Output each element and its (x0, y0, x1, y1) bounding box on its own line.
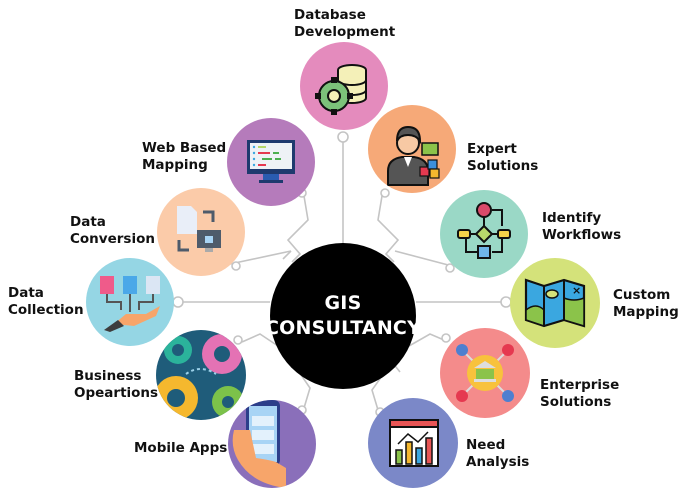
analytics-chart-icon (389, 419, 439, 467)
svg-text:×: × (572, 284, 581, 297)
node-business-operations[interactable] (156, 330, 246, 420)
node-custom-mapping[interactable]: × (510, 258, 600, 348)
label-line2: Mapping (142, 157, 208, 173)
label-need-analysis: Need Analysis (466, 437, 529, 471)
label-line2: Opeartions (74, 385, 159, 401)
hub-title-line2: CONSULTANCY (264, 317, 422, 339)
node-web-based-mapping[interactable] (227, 118, 315, 206)
node-identify-workflows[interactable] (440, 190, 528, 278)
gear-database-icon (315, 64, 367, 115)
node-need-analysis[interactable] (368, 398, 458, 488)
label-line1: Database (294, 7, 366, 23)
node-expert-solutions[interactable] (368, 105, 456, 193)
documents-hand-icon (100, 276, 160, 332)
expert-person-icon (387, 125, 440, 186)
label-line2: Collection (8, 302, 84, 318)
label-web-based-mapping: Web Based Mapping (142, 140, 226, 174)
label-line1: Expert (467, 141, 517, 157)
label-line2: Analysis (466, 454, 530, 470)
label-line2: Conversion (70, 231, 155, 247)
label-line1: Business (74, 368, 142, 384)
label-line2: Development (294, 24, 396, 40)
node-enterprise-solutions[interactable] (440, 328, 530, 418)
enterprise-network-icon (456, 344, 514, 402)
label-database-development: Database Development (294, 7, 395, 41)
label-line1: Custom (613, 287, 671, 303)
node-database-development[interactable] (300, 42, 388, 130)
document-monitor-convert-icon (177, 206, 221, 252)
label-line2: Solutions (467, 158, 539, 174)
node-data-collection[interactable] (86, 258, 174, 346)
label-line1: Need (466, 437, 506, 453)
node-mobile-apps[interactable] (228, 400, 316, 488)
label-line1: Enterprise (540, 377, 620, 393)
label-line2: Mapping (613, 304, 679, 320)
label-line1: Mobile Apps (134, 440, 228, 456)
folded-map-icon: × (524, 278, 586, 328)
label-expert-solutions: Expert Solutions (467, 141, 538, 175)
hub-gis-consultancy: GIS CONSULTANCY (265, 243, 421, 389)
label-line1: Data (8, 285, 44, 301)
label-line1: Web Based (142, 140, 227, 156)
gears-icon (156, 334, 244, 420)
label-line2: Workflows (542, 227, 622, 243)
label-business-operations: Business Opeartions (74, 368, 158, 402)
label-line1: Identify (542, 210, 602, 226)
label-custom-mapping: Custom Mapping (613, 287, 679, 321)
flowchart-icon (457, 202, 511, 259)
label-identify-workflows: Identify Workflows (542, 210, 621, 244)
monitor-code-icon (247, 140, 295, 183)
label-mobile-apps: Mobile Apps (134, 440, 227, 457)
hub-title-line1: GIS (324, 292, 362, 314)
node-data-conversion[interactable] (157, 188, 245, 276)
mobile-phone-hand-icon (232, 400, 286, 488)
label-line1: Data (70, 214, 106, 230)
label-enterprise-solutions: Enterprise Solutions (540, 377, 619, 411)
label-data-conversion: Data Conversion (70, 214, 155, 248)
label-data-collection: Data Collection (8, 285, 84, 319)
label-line2: Solutions (540, 394, 612, 410)
